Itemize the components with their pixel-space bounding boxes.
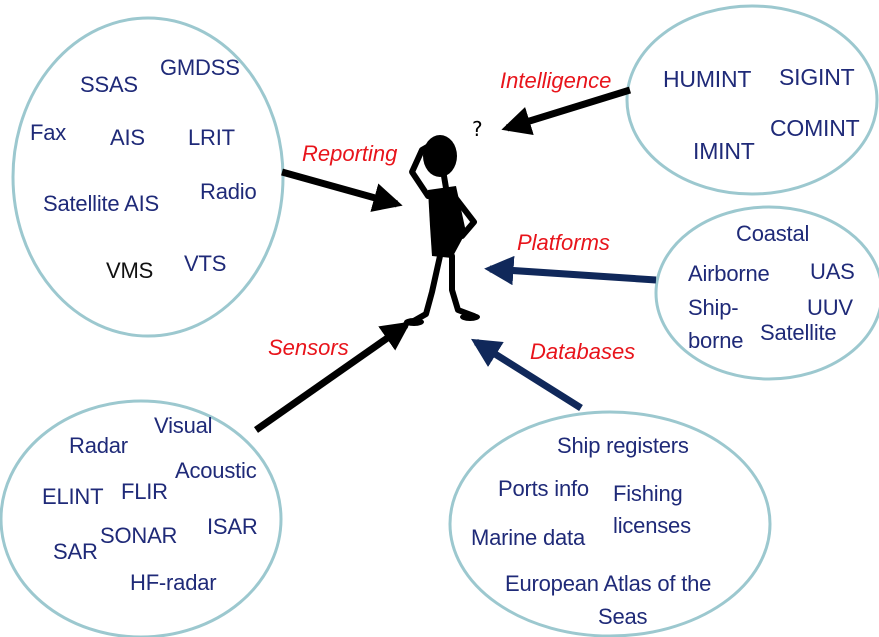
databases-term: European Atlas of the [505,571,712,596]
platforms-ellipse [654,205,879,381]
platforms-arrow [484,255,657,286]
databases-ellipse [448,410,772,637]
platforms-term: Airborne [688,261,770,286]
platforms-term: UUV [807,295,853,320]
platforms-term: Satellite [760,320,837,345]
sensors-term: SAR [53,539,98,564]
databases-term: Fishing [613,481,683,506]
databases-term: Ship registers [557,433,689,458]
sensors-term: Radar [69,433,128,458]
intelligence-label: Intelligence [500,68,612,93]
reporting-term: AIS [110,125,145,150]
databases-arrow [471,338,583,411]
reporting-ellipse [11,16,285,338]
question-mark-icon: ? [472,117,483,141]
databases-term: licenses [613,513,691,538]
sensors-ellipse [0,399,283,637]
sensors-term: FLIR [121,479,168,504]
reporting-term: Satellite AIS [43,191,160,216]
reporting-term: VTS [184,251,227,276]
databases-label: Databases [530,339,636,364]
platforms-term: Coastal [736,221,810,246]
platforms-term: borne [688,328,744,353]
sensors-term: Acoustic [175,458,257,483]
platforms-term: UAS [810,259,855,284]
reporting-term: VMS [106,258,154,283]
reporting-term: SSAS [80,72,138,97]
sensors-label: Sensors [268,335,349,360]
platforms-term: Ship- [688,295,739,320]
platforms-label: Platforms [517,230,610,255]
databases-term: Marine data [471,525,585,550]
reporting-arrow [281,168,403,212]
reporting-term: Radio [200,179,257,204]
sensors-term: Visual [154,413,213,438]
databases-term: Seas [598,604,648,629]
sensors-term: SONAR [100,523,178,548]
intelligence-term: IMINT [693,138,755,164]
databases-term: Ports info [498,476,589,501]
sensors-term: ISAR [207,514,258,539]
reporting-label: Reporting [302,141,398,166]
sensors-arrow [253,321,411,433]
intelligence-arrow [501,86,632,136]
sensors-term: ELINT [42,484,104,509]
intelligence-term: COMINT [770,115,860,141]
reporting-term: LRIT [188,125,235,150]
intelligence-term: SIGINT [779,64,855,90]
intelligence-ellipse [625,4,879,196]
thinking-person-figure: ? [404,117,483,326]
intelligence-term: HUMINT [663,66,752,92]
reporting-term: Fax [30,120,67,145]
reporting-term: GMDSS [160,55,240,80]
sensors-term: HF-radar [130,570,217,595]
